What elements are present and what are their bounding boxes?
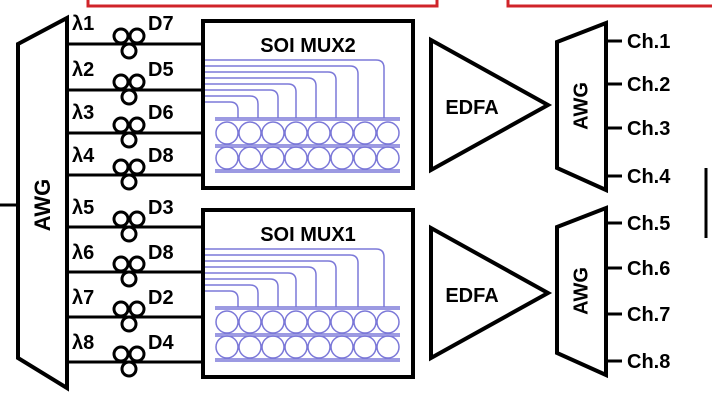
channel-label-4: Ch.4 [627,166,671,188]
crop-box-left [86,0,439,8]
crop-box-right [506,0,712,8]
delay-label-7: D2 [148,287,174,309]
channel-ticks [606,39,622,363]
lambda-label-1: λ1 [72,13,94,35]
channel-label-8: Ch.8 [627,351,670,373]
edfa-top-label: EDFA [445,97,498,119]
channel-label-5: Ch.5 [627,213,670,235]
mux-bottom-label: SOI MUX1 [260,224,356,246]
lambda-label-3: λ3 [72,102,94,124]
lambda-label-2: λ2 [72,59,94,81]
delay-label-5: D3 [148,197,174,219]
delay-label-8: D4 [148,332,174,354]
awg-input-shape [16,14,69,392]
delay-label-1: D7 [148,13,174,35]
delay-label-4: D8 [148,145,174,167]
edfa-top-shape [429,36,553,174]
lambda-label-7: λ7 [72,287,94,309]
awg-out-top-shape [555,20,608,194]
channel-label-6: Ch.6 [627,258,670,280]
channel-label-1: Ch.1 [627,31,670,53]
delay-label-6: D8 [148,242,174,264]
channel-label-3: Ch.3 [627,118,670,140]
lambda-label-6: λ6 [72,242,94,264]
channel-label-7: Ch.7 [627,304,670,326]
channel-label-2: Ch.2 [627,74,670,96]
polarization-loops [112,27,146,378]
lambda-label-4: λ4 [72,145,95,167]
delay-label-3: D6 [148,102,174,124]
lambda-label-5: λ5 [72,197,94,219]
mux-top-label: SOI MUX2 [260,35,356,57]
mux-top-waveguides [205,59,400,173]
awg-out-bottom-shape [555,205,608,379]
edfa-bottom-label: EDFA [445,285,498,307]
awg-input-label: AWG [30,179,55,232]
lambda-label-8: λ8 [72,332,94,354]
awg-out-bottom-label: AWG [570,267,592,315]
awg-out-top-label: AWG [570,82,592,130]
mux-bottom-waveguides [205,248,400,362]
delay-label-2: D5 [148,59,174,81]
edfa-bottom-shape [429,224,553,362]
